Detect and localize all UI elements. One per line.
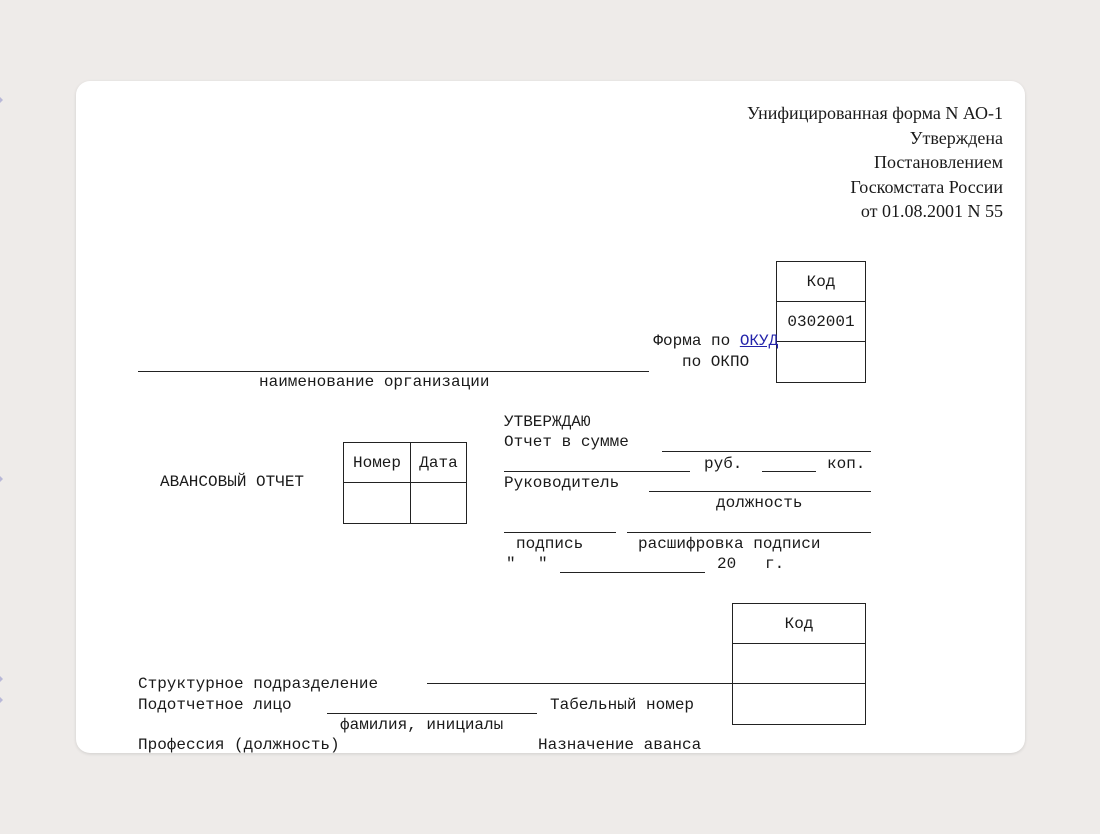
margin-mark: [0, 476, 3, 482]
tab-number-cell[interactable]: [732, 683, 866, 725]
organization-caption: наименование организации: [259, 373, 490, 391]
profession-label: Профессия (должность): [138, 736, 340, 753]
resolution-label: Постановлением: [873, 152, 1003, 172]
rub-label: руб.: [704, 455, 743, 473]
sum-words-line[interactable]: [504, 471, 690, 472]
signature-decode-line[interactable]: [627, 532, 871, 533]
date-header: Дата: [419, 453, 458, 472]
resolution-date: от 01.08.2001 N 55: [860, 201, 1003, 221]
okud-label: Форма по ОКУД: [615, 311, 778, 371]
number-value-cell[interactable]: [343, 482, 411, 524]
code-header: Код: [806, 272, 836, 291]
sum-label: Отчет в сумме: [504, 433, 629, 451]
document-page: Унифицированная форма N АО-1 Утверждена …: [76, 81, 1025, 753]
department-code-cell[interactable]: [732, 643, 866, 684]
okpo-label: по ОКПО: [682, 353, 750, 371]
year-prefix: 20: [717, 555, 737, 573]
date-month-line[interactable]: [560, 572, 705, 573]
signature-caption: подпись: [516, 535, 584, 553]
margin-mark: [0, 697, 3, 703]
margin-mark: [0, 97, 3, 103]
date-quote-open: ": [506, 555, 516, 573]
signature-line[interactable]: [504, 532, 616, 533]
date-value-cell[interactable]: [410, 482, 467, 524]
okud-link[interactable]: ОКУД: [739, 332, 779, 350]
bottom-code-header: Код: [784, 614, 814, 633]
position-caption: должность: [716, 494, 803, 512]
tab-number-label: Табельный номер: [550, 696, 695, 714]
okpo-code-cell[interactable]: [776, 341, 866, 383]
accountable-line[interactable]: [327, 713, 537, 714]
report-title: АВАНСОВЫЙ ОТЧЕТ: [160, 473, 305, 491]
margin-mark: [0, 676, 3, 682]
number-header: Номер: [352, 453, 401, 472]
form-header: Унифицированная форма N АО-1 Утверждена …: [747, 101, 1003, 224]
okud-prefix: Форма по: [653, 332, 731, 350]
department-line[interactable]: [427, 683, 733, 684]
approve-label: УТВЕРЖДАЮ: [504, 413, 591, 431]
organization-line: [138, 371, 649, 372]
okud-code-value: 0302001: [787, 312, 855, 331]
kop-line[interactable]: [762, 471, 816, 472]
department-label: Структурное подразделение: [138, 675, 379, 693]
head-position-line[interactable]: [649, 491, 871, 492]
okud-code-cell[interactable]: 0302001: [776, 301, 866, 342]
purpose-label: Назначение аванса: [538, 736, 702, 753]
authority-label: Госкомстата России: [850, 176, 1003, 197]
code-header-cell: Код: [776, 261, 866, 302]
head-label: Руководитель: [504, 474, 620, 492]
name-caption: фамилия, инициалы: [340, 716, 504, 734]
form-name: Унифицированная форма N АО-1: [746, 103, 1003, 123]
sum-line[interactable]: [662, 451, 871, 452]
decode-caption: расшифровка подписи: [638, 535, 821, 553]
year-suffix: г.: [765, 555, 785, 573]
approved-label: Утверждена: [909, 127, 1003, 148]
date-quote-close: ": [538, 555, 548, 573]
accountable-label: Подотчетное лицо: [138, 696, 292, 714]
date-header-cell: Дата: [410, 442, 467, 483]
bottom-code-header-cell: Код: [732, 603, 866, 644]
number-header-cell: Номер: [343, 442, 411, 483]
kop-label: коп.: [827, 455, 866, 473]
